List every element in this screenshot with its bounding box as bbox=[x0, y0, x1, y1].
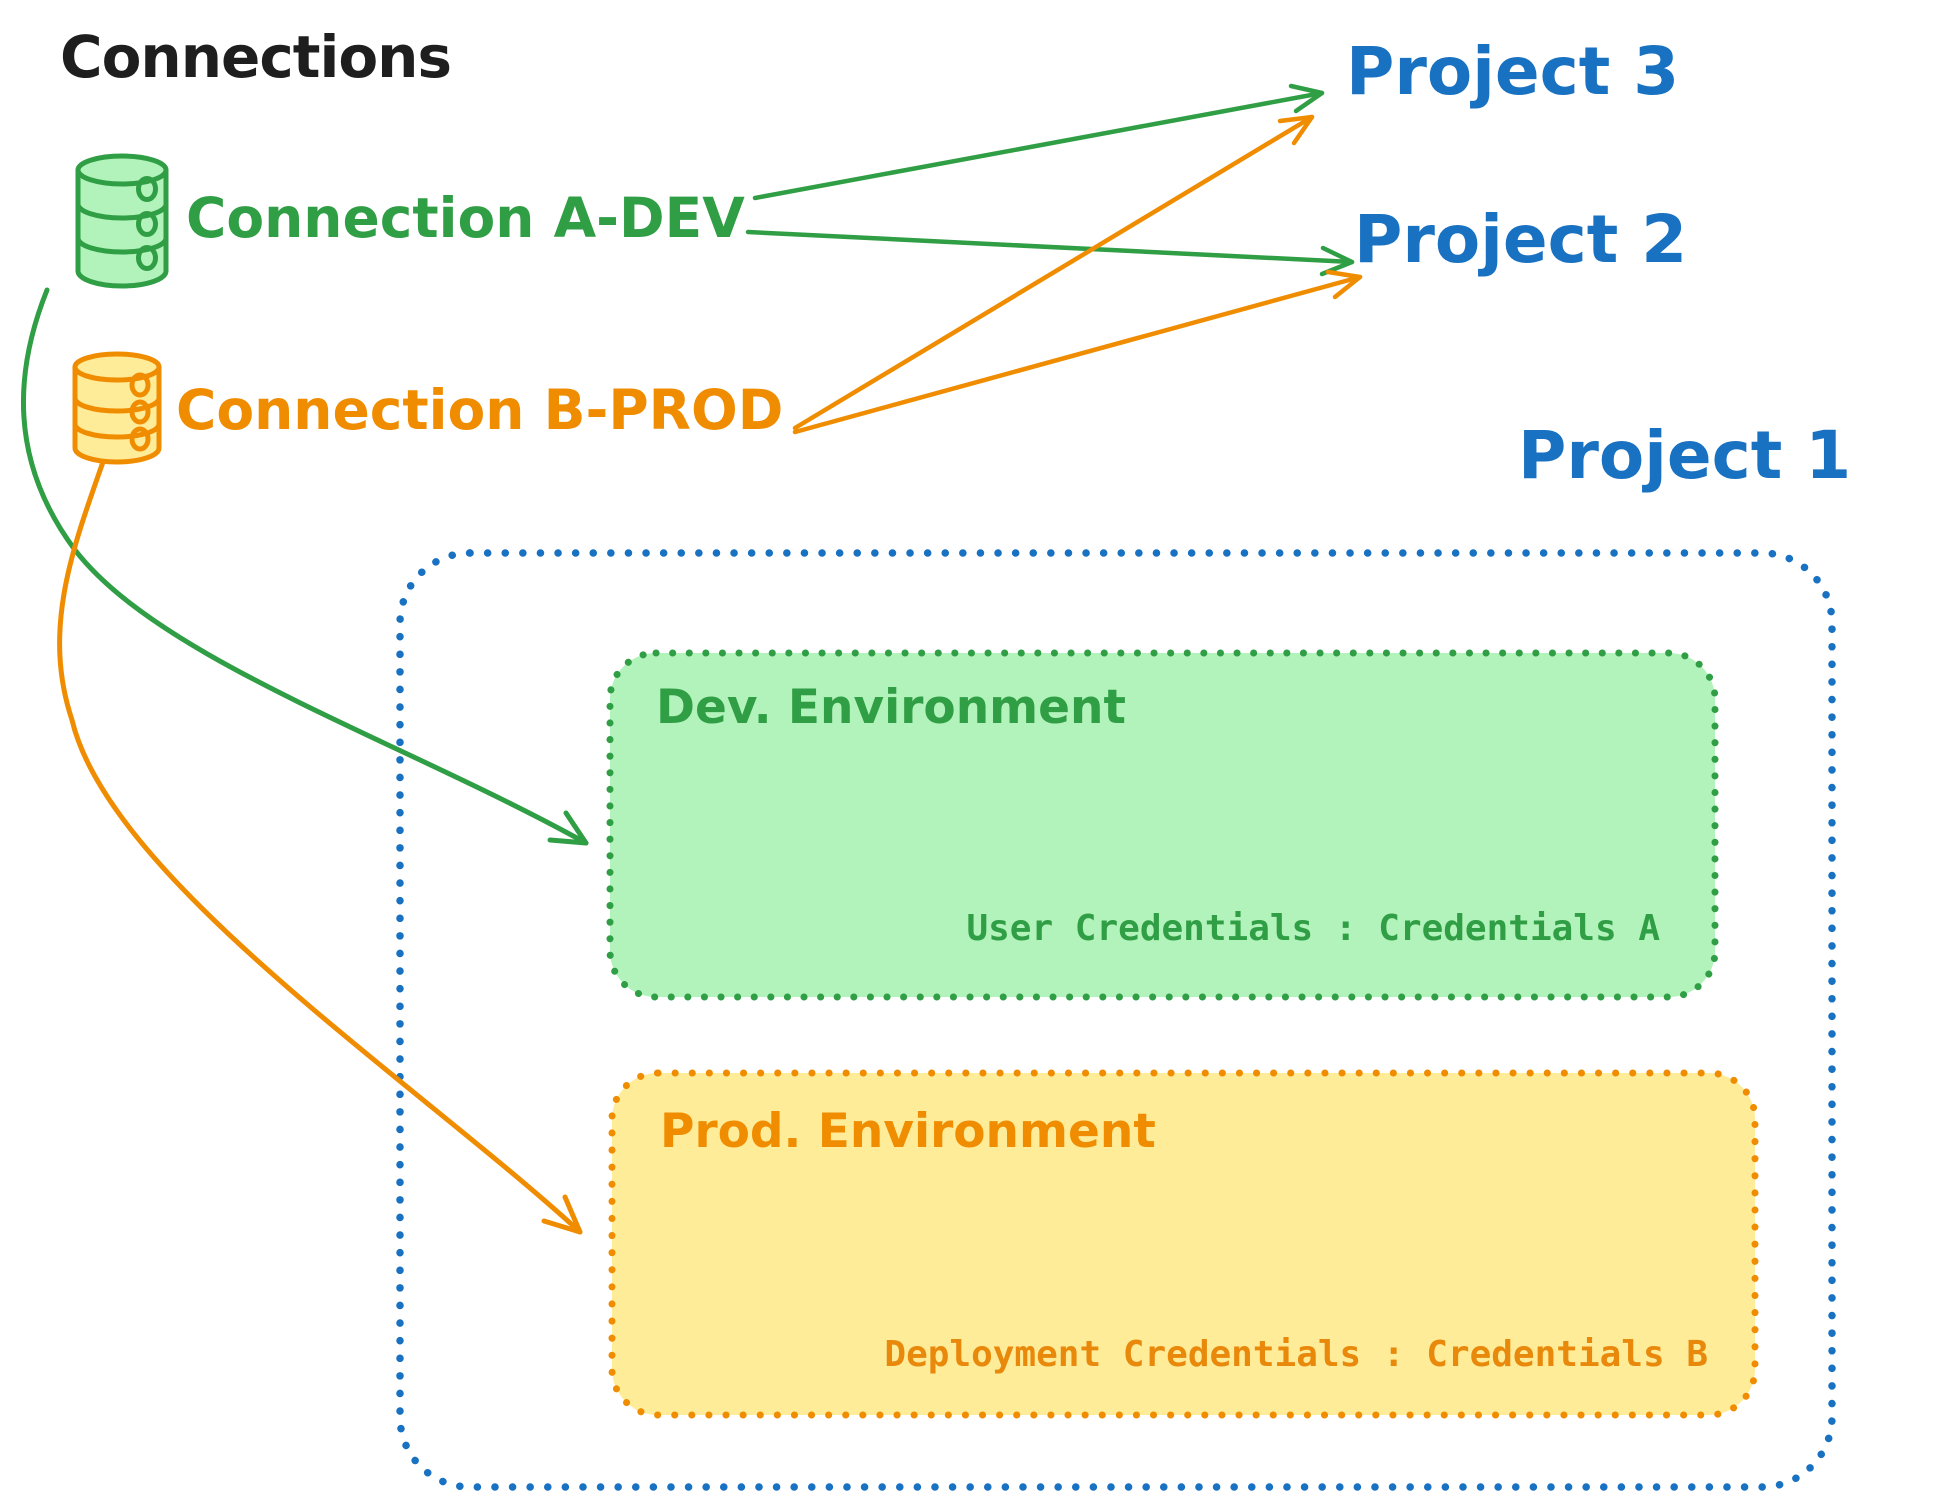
arrow-a-dev-to-project3 bbox=[752, 83, 1325, 201]
project-1-label: Project 1 bbox=[1518, 417, 1852, 494]
arrow-b-prod-to-prod-environment bbox=[57, 459, 583, 1235]
project-3-label: Project 3 bbox=[1346, 33, 1680, 110]
prod-credentials-text: Deployment Credentials : Credentials B bbox=[884, 1334, 1708, 1375]
project-1-box bbox=[396, 549, 1836, 1491]
arrow-b-prod-to-project3 bbox=[792, 114, 1315, 431]
project-2-label: Project 2 bbox=[1354, 201, 1688, 278]
connection-b-prod-label: Connection B-PROD bbox=[176, 378, 784, 442]
dev-environment-title: Dev. Environment bbox=[656, 680, 1126, 735]
arrow-a-dev-to-project2 bbox=[745, 229, 1355, 277]
prod-environment-title: Prod. Environment bbox=[660, 1104, 1156, 1159]
arrow-b-prod-to-project2 bbox=[792, 269, 1363, 435]
connection-a-dev-label: Connection A-DEV bbox=[186, 186, 745, 250]
arrow-a-dev-to-dev-environment bbox=[21, 287, 589, 846]
database-dev-icon bbox=[75, 153, 169, 289]
prod-environment-box bbox=[608, 1069, 1759, 1419]
database-prod-icon bbox=[72, 351, 162, 465]
diagram-title: Connections bbox=[60, 23, 452, 91]
dev-credentials-text: User Credentials : Credentials A bbox=[966, 908, 1660, 949]
dev-environment-box bbox=[606, 649, 1719, 1001]
